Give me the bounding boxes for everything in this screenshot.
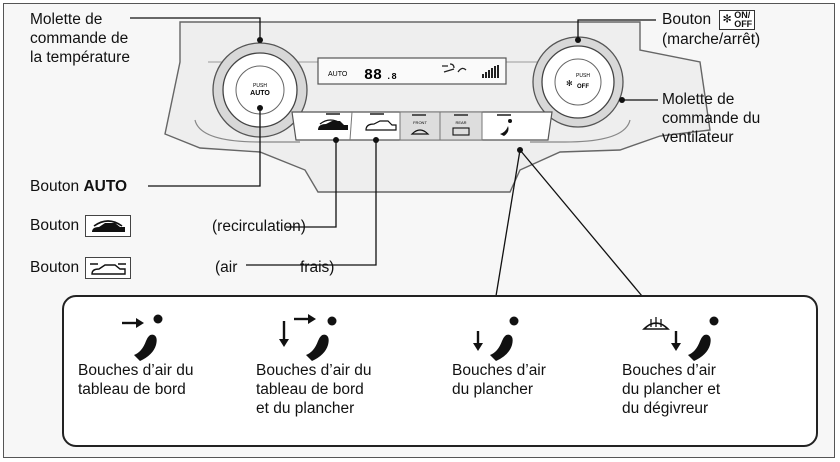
svg-text:AUTO: AUTO: [250, 90, 270, 97]
mode-floor-line-2: du plancher: [452, 381, 534, 398]
mode-dash-floor: Bouches d’air du tableau de bord et du p…: [256, 307, 371, 418]
onoff-button-label: Bouton ✻ ON/ OFF (marche/arrêt): [662, 10, 760, 49]
temperature-dial[interactable]: PUSH AUTO: [212, 42, 308, 138]
fan-dial[interactable]: PUSH OFF ✻: [532, 36, 624, 128]
display-auto-text: AUTO: [328, 71, 348, 78]
dash-floor-vent-icon: [256, 307, 371, 361]
fresh-air-icon: [85, 257, 132, 279]
fan-dial-label-line-1: Molette de: [662, 91, 735, 108]
recirc-button-label: Bouton: [30, 215, 132, 237]
button-row: FRONT REAR: [291, 111, 553, 141]
svg-text:PUSH: PUSH: [253, 83, 267, 89]
front-defrost-button[interactable]: FRONT: [410, 114, 430, 135]
auto-button-label-bold: AUTO: [83, 178, 128, 195]
display-temp-text: 88: [364, 67, 382, 84]
svg-text:FRONT: FRONT: [413, 120, 427, 125]
auto-button-label-prefix: Bouton: [30, 178, 84, 195]
display-fan-bars: [482, 65, 499, 78]
mode-button[interactable]: [497, 114, 512, 136]
svg-text:OFF: OFF: [577, 84, 589, 90]
display-temp-decimal: .8: [386, 72, 397, 82]
onoff-glyph-bottom: OFF: [734, 19, 753, 29]
recirc-note: (recirculation): [212, 218, 306, 235]
onoff-glyph: ✻ ON/ OFF: [719, 10, 756, 30]
mode-floor-line-1: Bouches d’air: [452, 362, 546, 379]
mode-dash: Bouches d’air du tableau de bord: [78, 307, 193, 399]
recirc-button-label-prefix: Bouton: [30, 217, 80, 235]
mode-floor: Bouches d’air du plancher: [452, 307, 546, 399]
onoff-note: (marche/arrêt): [662, 31, 761, 48]
fresh-button-label-prefix: Bouton: [30, 259, 80, 277]
mode-dash-line-2: tableau de bord: [78, 381, 186, 398]
mode-dash-floor-line-1: Bouches d’air du: [256, 362, 372, 379]
recirculation-button[interactable]: [318, 113, 348, 130]
onoff-glyph-top: ON/: [734, 10, 751, 20]
temp-dial-label-line-2: commande de: [30, 30, 129, 47]
fresh-note-b: frais): [300, 259, 335, 276]
recirc-icon: [85, 215, 132, 237]
display-fan-icon: [442, 63, 467, 73]
fan-dial-label: Molette de commande du ventilateur: [662, 90, 760, 147]
temp-dial-label-line-3: la température: [30, 49, 130, 66]
mode-floor-defrost-line-3: du dégivreur: [622, 400, 709, 417]
floor-vent-icon: [452, 307, 546, 361]
fan-dial-label-line-3: ventilateur: [662, 129, 734, 146]
auto-button-label: Bouton AUTO: [30, 177, 127, 196]
fresh-button-label: Bouton: [30, 257, 132, 279]
fan-glyph-icon: ✻: [722, 13, 732, 26]
mode-dash-floor-line-2: tableau de bord: [256, 381, 364, 398]
mode-floor-defrost-line-1: Bouches d’air: [622, 362, 716, 379]
temp-dial-label: Molette de commande de la température: [30, 10, 130, 67]
temp-dial-label-line-1: Molette de: [30, 11, 103, 28]
knob-fan-icon: ✻: [566, 79, 573, 88]
rear-defrost-button[interactable]: REAR: [452, 114, 470, 136]
onoff-label-prefix: Bouton: [662, 11, 712, 29]
fresh-note-a: (air: [215, 259, 238, 276]
mode-floor-defrost-line-2: du plancher et: [622, 381, 721, 398]
mode-floor-defrost: Bouches d’air du plancher et du dégivreu…: [622, 307, 720, 418]
mode-dash-line-1: Bouches d’air du: [78, 362, 194, 379]
fan-dial-label-line-2: commande du: [662, 110, 761, 127]
svg-text:REAR: REAR: [455, 120, 466, 125]
dash-vent-icon: [78, 307, 193, 361]
vent-mode-callout: Bouches d’air du tableau de bord Bouches…: [62, 295, 818, 447]
floor-defrost-vent-icon: [622, 307, 720, 361]
panel-display: [317, 57, 507, 85]
leader-lines: [130, 17, 658, 297]
fresh-air-button[interactable]: [365, 113, 397, 131]
mode-dash-floor-line-3: et du plancher: [256, 400, 355, 417]
svg-text:PUSH: PUSH: [576, 73, 590, 79]
